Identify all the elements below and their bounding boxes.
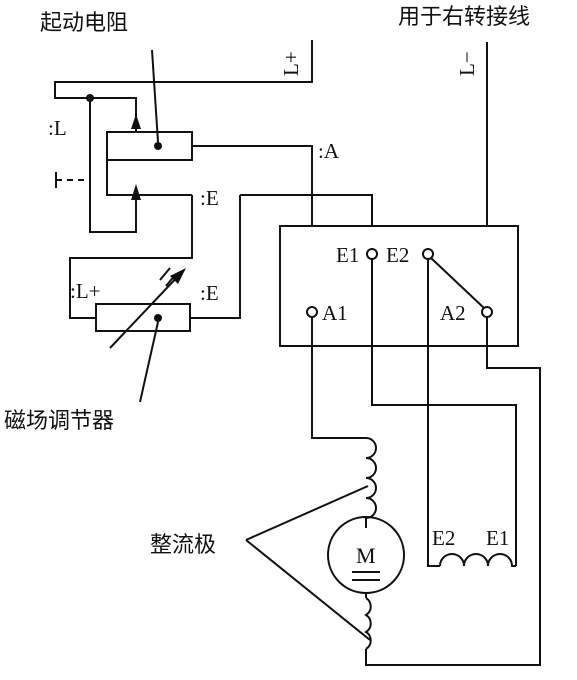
arrow-diag-icon <box>170 268 186 284</box>
starter-tap-dot <box>154 142 162 150</box>
starter-bottom-plate <box>106 160 192 196</box>
l-plus-label: L+ <box>279 51 303 76</box>
regulator-diag-arrow <box>109 271 183 349</box>
field-E2-label: E2 <box>432 526 455 550</box>
terminal-L-label: :L <box>48 116 67 140</box>
terminal-E1 <box>366 248 378 260</box>
A1-down-wire <box>311 317 366 439</box>
regulator-tap-dot <box>154 314 162 322</box>
starter-label: 起动电阻 <box>40 11 128 36</box>
regulator-out-wire <box>190 195 241 319</box>
armature-return-wire <box>365 317 541 666</box>
field-wire-E2 <box>427 259 440 567</box>
shunt-field-coil <box>439 553 516 567</box>
E1-label: E1 <box>336 243 359 267</box>
commutating-coil-bottom <box>364 597 372 650</box>
dc-symbol <box>352 571 380 581</box>
wire-E-starter <box>69 195 193 319</box>
field-regulator <box>95 303 191 332</box>
terminal-Lplus-label: :L+ <box>70 279 101 303</box>
field-wire-E1 <box>371 259 517 566</box>
starter-arm-wire <box>90 97 137 132</box>
motor-label: M <box>356 543 376 568</box>
arrow-up-icon <box>131 114 141 129</box>
terminal-E-label: :E <box>200 186 219 210</box>
junction-dot <box>86 94 94 102</box>
regulator-ticks <box>159 267 177 287</box>
A2-label: A2 <box>440 301 466 325</box>
right-turn-label: 用于右转接线 <box>398 5 530 30</box>
link-E2-A2 <box>430 257 485 309</box>
field-regulator-label: 磁场调节器 <box>4 409 114 434</box>
field-E1-label: E1 <box>486 526 509 550</box>
terminal-A1 <box>306 306 318 318</box>
terminal-E2-label: :E <box>200 281 219 305</box>
commutating-leader-top <box>245 485 369 541</box>
l-plus-wire <box>54 40 313 99</box>
A1-label: A1 <box>322 301 348 325</box>
l-minus-label: L− <box>455 51 479 76</box>
terminal-box <box>279 225 519 347</box>
E2-label: E2 <box>386 243 409 267</box>
commutating-leader-bottom <box>245 539 371 641</box>
starter-left-wire <box>89 98 137 233</box>
arrow-down-icon <box>131 184 141 200</box>
commutating-coil-top <box>365 437 377 519</box>
regulator-pointer <box>139 321 159 403</box>
starter-resistor <box>106 131 193 161</box>
terminal-A-label: :A <box>318 139 340 163</box>
commutating-label: 整流极 <box>150 533 216 558</box>
starter-pointer <box>151 49 159 143</box>
